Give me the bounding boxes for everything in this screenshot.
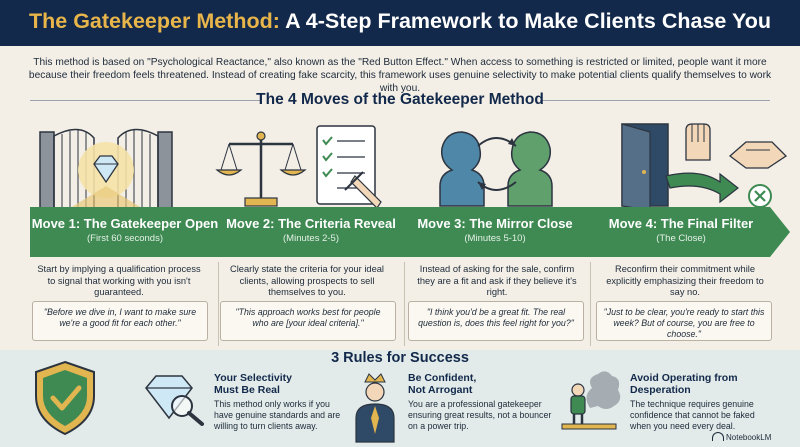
- section-divider-left: [30, 100, 260, 101]
- column-separator: [218, 262, 219, 346]
- page-title: The Gatekeeper Method: A 4-Step Framewor…: [0, 9, 800, 34]
- person-smoke-icon: [561, 371, 621, 430]
- move-2-time: (Minutes 2-5): [283, 233, 339, 244]
- rule-1-desc: This method only works if you have genui…: [214, 399, 341, 431]
- brand-watermark: NotebookLM: [712, 432, 771, 442]
- section-divider-right: [540, 100, 770, 101]
- rule-2-desc: You are a professional gatekeeper ensuri…: [408, 399, 552, 431]
- move-4-time: (The Close): [656, 233, 706, 244]
- move-3-desc: Instead of asking for the sale, confirm …: [417, 264, 577, 297]
- rules-section-title: 3 Rules for Success: [331, 350, 469, 366]
- moves-band: [30, 207, 770, 257]
- brand-label: NotebookLM: [726, 433, 772, 442]
- move-4-title: Move 4: The Final Filter: [608, 216, 754, 231]
- move-3-title: Move 3: The Mirror Close: [417, 216, 573, 231]
- move-2-title: Move 2: The Criteria Reveal: [226, 216, 396, 231]
- gate-diamond-icon: [39, 128, 173, 212]
- notebooklm-logo-icon: [712, 432, 724, 441]
- door-handshake-icon: [621, 123, 788, 211]
- move-1-quote: "Before we dive in, I want to make sure …: [32, 301, 208, 341]
- rule-2-title: Be Confident,Not Arrogant: [408, 372, 477, 396]
- move-1-time: (First 60 seconds): [86, 233, 164, 244]
- rule-3-desc: The technique requires genuine confidenc…: [630, 399, 755, 431]
- title-highlight: The Gatekeeper Method:: [29, 9, 280, 33]
- moves-band-arrow: [770, 207, 790, 257]
- move-1-title: Move 1: The Gatekeeper Open: [31, 216, 219, 231]
- move-1-desc: Start by implying a qualification proces…: [37, 264, 201, 297]
- column-separator: [404, 262, 405, 346]
- column-separator: [590, 262, 591, 346]
- move-2-quote: "This approach works best for people who…: [220, 301, 396, 341]
- title-rest: A 4-Step Framework to Make Clients Chase…: [285, 9, 771, 33]
- move-4-quote: "Just to be clear, you're ready to start…: [596, 301, 772, 341]
- crowned-person-icon: [355, 373, 395, 443]
- move-3-time: (Minutes 5-10): [464, 233, 526, 244]
- move-4-desc: Reconfirm their commitment while explici…: [606, 264, 764, 297]
- intro-text: This method is based on "Psychological R…: [28, 57, 772, 94]
- shield-check-icon: [35, 360, 95, 436]
- move-3-quote: "I think you'd be a great fit. The real …: [408, 301, 584, 341]
- moves-section-title: The 4 Moves of the Gatekeeper Method: [256, 91, 544, 108]
- diamond-magnifier-icon: [145, 375, 204, 426]
- scales-checklist-icon: [215, 125, 382, 209]
- mirror-heads-icon: [439, 131, 553, 207]
- move-2-desc: Clearly state the criteria for your idea…: [230, 264, 384, 297]
- rules-panel: [0, 350, 800, 447]
- header-bar: [0, 0, 800, 46]
